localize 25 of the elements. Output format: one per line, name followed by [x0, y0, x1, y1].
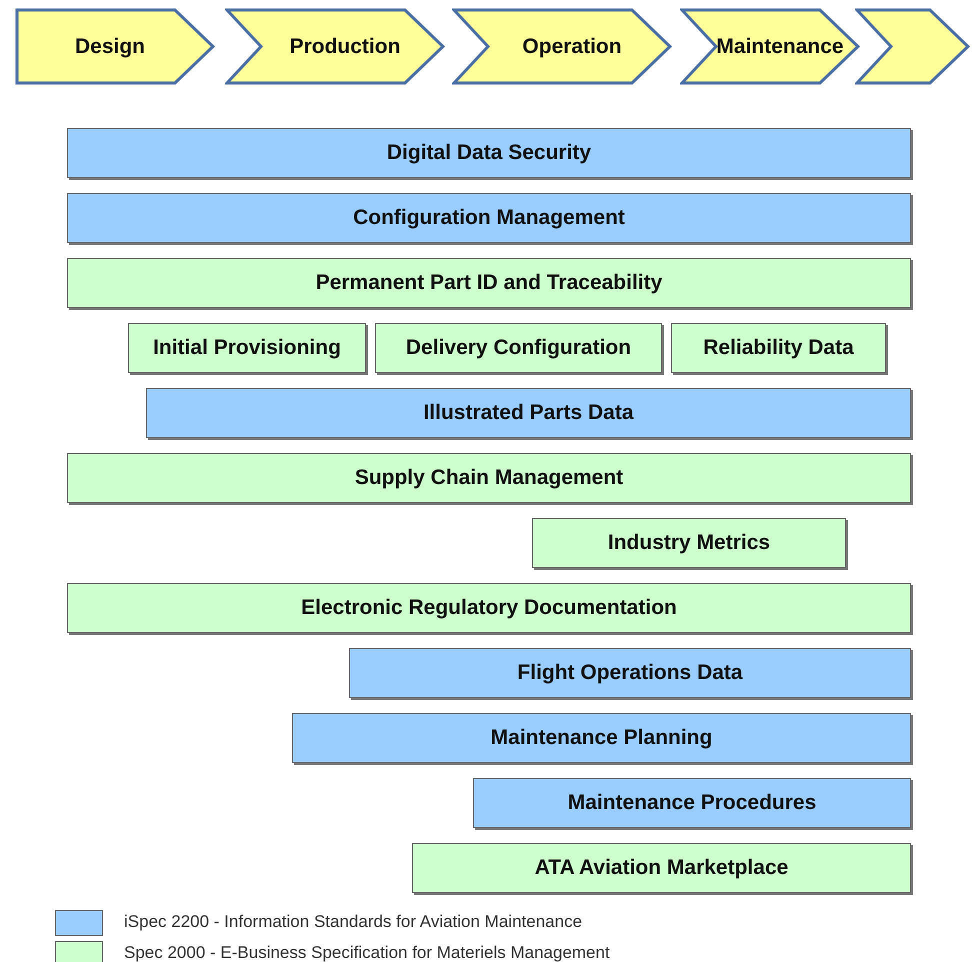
standard-bar: ATA Aviation Marketplace — [412, 843, 911, 893]
standard-bar: Flight Operations Data — [349, 648, 911, 698]
standard-bar: Industry Metrics — [532, 518, 846, 568]
standard-bar: Delivery Configuration — [375, 323, 662, 373]
phase-label: Design — [74, 34, 146, 60]
standard-bar: Initial Provisioning — [128, 323, 366, 373]
standard-bar: Permanent Part ID and Traceability — [67, 258, 911, 308]
standard-bar: Illustrated Parts Data — [146, 388, 911, 438]
standard-bar: Supply Chain Management — [67, 453, 911, 503]
standard-bar: Configuration Management — [67, 193, 911, 243]
phase-label: Maintenance — [715, 34, 845, 60]
standard-bar: Maintenance Planning — [292, 713, 911, 763]
standard-bar: Maintenance Procedures — [473, 778, 911, 828]
standard-bar: Digital Data Security — [67, 128, 911, 178]
phase-label: Operation — [521, 34, 623, 60]
phase-banner — [15, 8, 215, 85]
phase-banner — [680, 8, 860, 85]
legend-text: iSpec 2200 - Information Standards for Aviation Maintenance — [124, 912, 582, 932]
standard-bar: Reliability Data — [671, 323, 886, 373]
phase-banner — [452, 8, 672, 85]
phase-banner — [225, 8, 445, 85]
standard-bar: Electronic Regulatory Documentation — [67, 583, 911, 633]
legend-text: Spec 2000 - E-Business Specification for Materiels Management — [124, 943, 610, 962]
phase-label: Production — [288, 34, 402, 60]
phase-banner — [855, 8, 970, 85]
